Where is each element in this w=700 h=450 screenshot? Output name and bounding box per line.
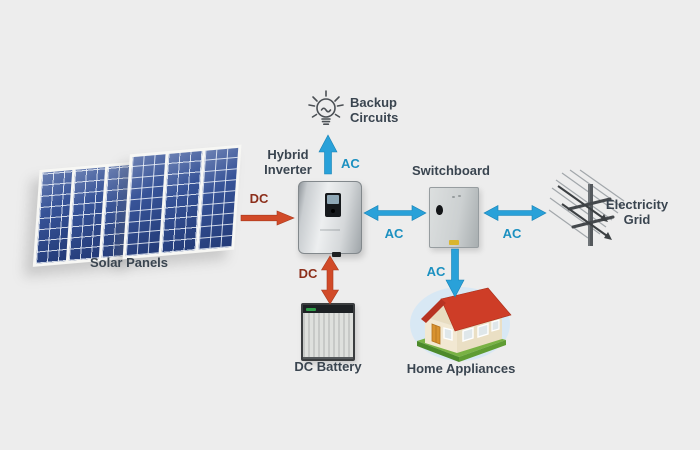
home-appliances-label: Home Appliances (406, 361, 516, 376)
battery-icon (301, 303, 355, 361)
house-icon (410, 287, 512, 362)
dc-battery-label: DC Battery (294, 359, 362, 374)
solar-panel-module (68, 167, 106, 261)
ac-label-backup: AC (341, 156, 360, 171)
inverter-display (325, 193, 341, 217)
solar-panel-module (36, 170, 73, 264)
hybrid-inverter-label: Hybrid Inverter (264, 147, 312, 177)
dc-arrow-solar-to-inverter (240, 210, 295, 226)
battery-logo (306, 307, 316, 311)
lightbulb-icon (308, 90, 344, 125)
solar-panels-label: Solar Panels (89, 255, 169, 270)
switchboard-label: Switchboard (411, 163, 491, 178)
ac-arrow-inverter-switchboard (363, 204, 427, 222)
solar-panel-module (161, 151, 203, 253)
warning-sticker (449, 240, 459, 245)
ac-arrow-switchboard-grid (483, 204, 547, 222)
solar-panel-module (198, 147, 239, 250)
dc-label-solar: DC (249, 191, 269, 206)
dc-arrow-inverter-battery (320, 255, 340, 305)
ac-label-home: AC (426, 264, 446, 279)
ac-label-switchboard: AC (384, 226, 404, 241)
ac-arrow-inverter-to-backup (318, 134, 338, 175)
backup-circuits-label: Backup Circuits (350, 95, 399, 125)
electricity-grid-label: Electricity Grid (605, 197, 669, 227)
ac-label-grid: AC (502, 226, 522, 241)
switchboard-icon (429, 187, 479, 248)
solar-panel-module (125, 154, 166, 257)
power-pole-icon (548, 169, 625, 246)
cabinet-lock (436, 205, 443, 215)
inverter-icon (298, 181, 362, 257)
solar-panel-icon (122, 144, 242, 260)
dc-label-battery: DC (298, 266, 318, 281)
